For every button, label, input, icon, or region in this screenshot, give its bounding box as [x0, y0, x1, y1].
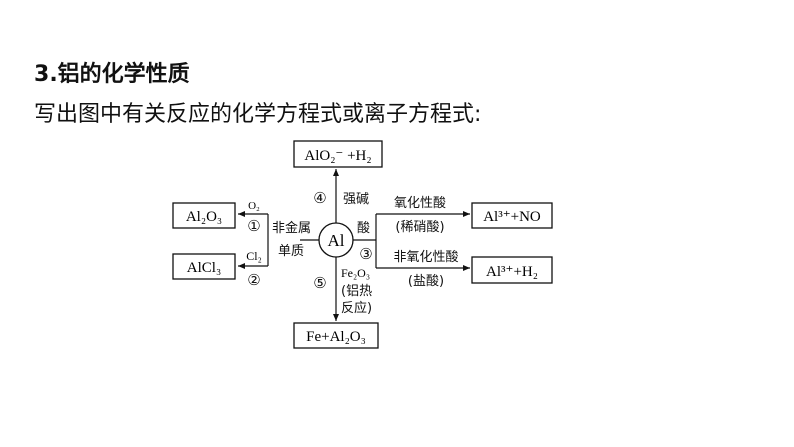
- reaction-3-number: ③: [359, 245, 372, 263]
- al3-no-box: [471, 202, 553, 229]
- top-product-box: [293, 140, 383, 168]
- al2o3-label: Al₂O₃: [186, 209, 222, 225]
- center-label: Al: [328, 231, 345, 250]
- reaction-5-number: ⑤: [313, 274, 326, 292]
- nonmetal-label-line1: 非金属: [272, 220, 311, 236]
- oxidizing-acid-label: 氧化性酸: [394, 196, 446, 211]
- alcl3-label: AlCl₃: [187, 260, 221, 276]
- cl2-label: Cl₂: [246, 249, 262, 263]
- bottom-product-label: Fe+Al₂O₃: [306, 329, 366, 345]
- al2o3-box: [172, 202, 236, 229]
- reaction-2-number: ②: [247, 271, 260, 289]
- top-product-label: AlO₂⁻ +H₂: [304, 148, 371, 164]
- fe2o3-label: Fe₂O₃: [341, 266, 370, 280]
- thermite-label-line1: (铝热: [341, 284, 372, 299]
- al3-h2-label: Al³⁺+H₂: [486, 264, 538, 280]
- dilute-nitric-label: (稀硝酸): [395, 220, 444, 235]
- thermite-label-line2: 反应): [341, 300, 372, 316]
- al3-h2-box: [471, 256, 553, 284]
- al3-no-label: Al³⁺+NO: [483, 209, 541, 225]
- nonoxidizing-acid-label: 非氧化性酸: [393, 250, 458, 265]
- instruction-text: 写出图中有关反应的化学方程式或离子方程式:: [34, 102, 482, 127]
- section-title: 3.铝的化学性质: [34, 56, 190, 88]
- nonmetal-label-line2: 单质: [278, 244, 304, 259]
- acid-label: 酸: [357, 221, 370, 236]
- bottom-product-box: [293, 322, 379, 349]
- strong-base-label: 强碱: [343, 192, 369, 207]
- hydrochloric-label: (盐酸): [408, 274, 444, 289]
- reaction-1-number: ①: [247, 217, 260, 235]
- section-number: 3: [34, 62, 50, 87]
- alcl3-box: [172, 253, 236, 280]
- section-title-text: 铝的化学性质: [57, 62, 190, 87]
- reaction-4-number: ④: [313, 189, 326, 207]
- o2-label: O₂: [248, 200, 260, 212]
- section-dot: .: [49, 62, 58, 87]
